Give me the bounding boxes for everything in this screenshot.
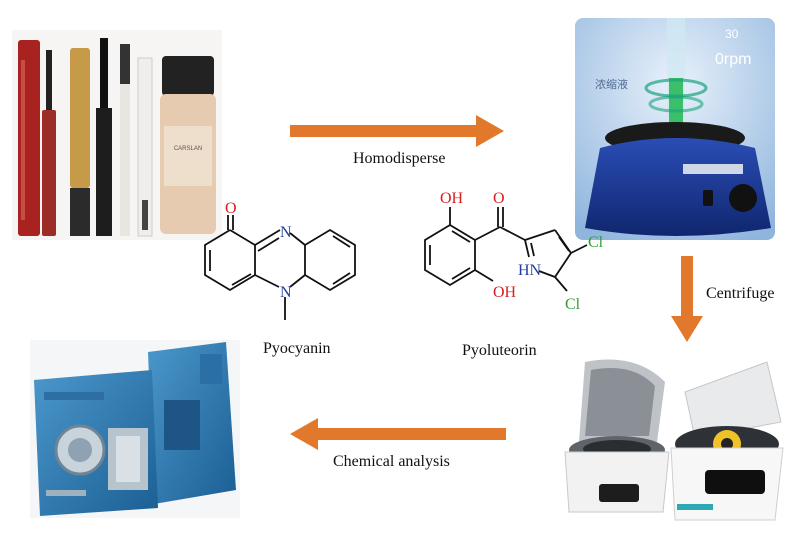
centrifuge-photo [555,352,787,524]
pyoluteorin-nh: HN [518,262,542,279]
vortex-mixer-photo: 0rpm 30 浓缩液 [575,18,775,240]
pyoluteorin-structure: OH O OH HN Cl Cl [424,190,604,313]
arrow-left-icon [290,418,506,450]
arrow-down-icon [671,256,703,342]
pyocyanin-nitrogen-1: N [280,224,292,241]
pyocyanin-oxygen: O [225,200,237,217]
pyoluteorin-oxygen: O [493,190,505,207]
cosmetics-photo: CARSLAN [12,30,222,240]
pyoluteorin-hydroxyl-1: OH [440,190,464,207]
pyocyanin-name: Pyocyanin [263,340,331,357]
mixer-cn-text: 浓缩液 [595,77,628,91]
pyocyanin-nitrogen-2: N [280,284,292,301]
mass-spectrometer-photo [30,340,240,518]
pyoluteorin-hydroxyl-2: OH [493,284,517,301]
mixer-speed-text-2: 30 [725,27,739,41]
arrow-right-icon [290,115,504,147]
homodisperse-label: Homodisperse [353,150,446,167]
pyoluteorin-chlorine-1: Cl [588,234,604,251]
pyocyanin-structure: O N N [204,200,356,320]
centrifuge-label: Centrifuge [706,285,775,302]
cosmetics-brand-text: CARSLAN [174,146,202,152]
chemical-analysis-label: Chemical analysis [333,453,450,470]
pyoluteorin-name: Pyoluteorin [462,342,537,359]
mixer-speed-text: 0rpm [715,51,751,68]
pyoluteorin-chlorine-2: Cl [565,296,581,313]
